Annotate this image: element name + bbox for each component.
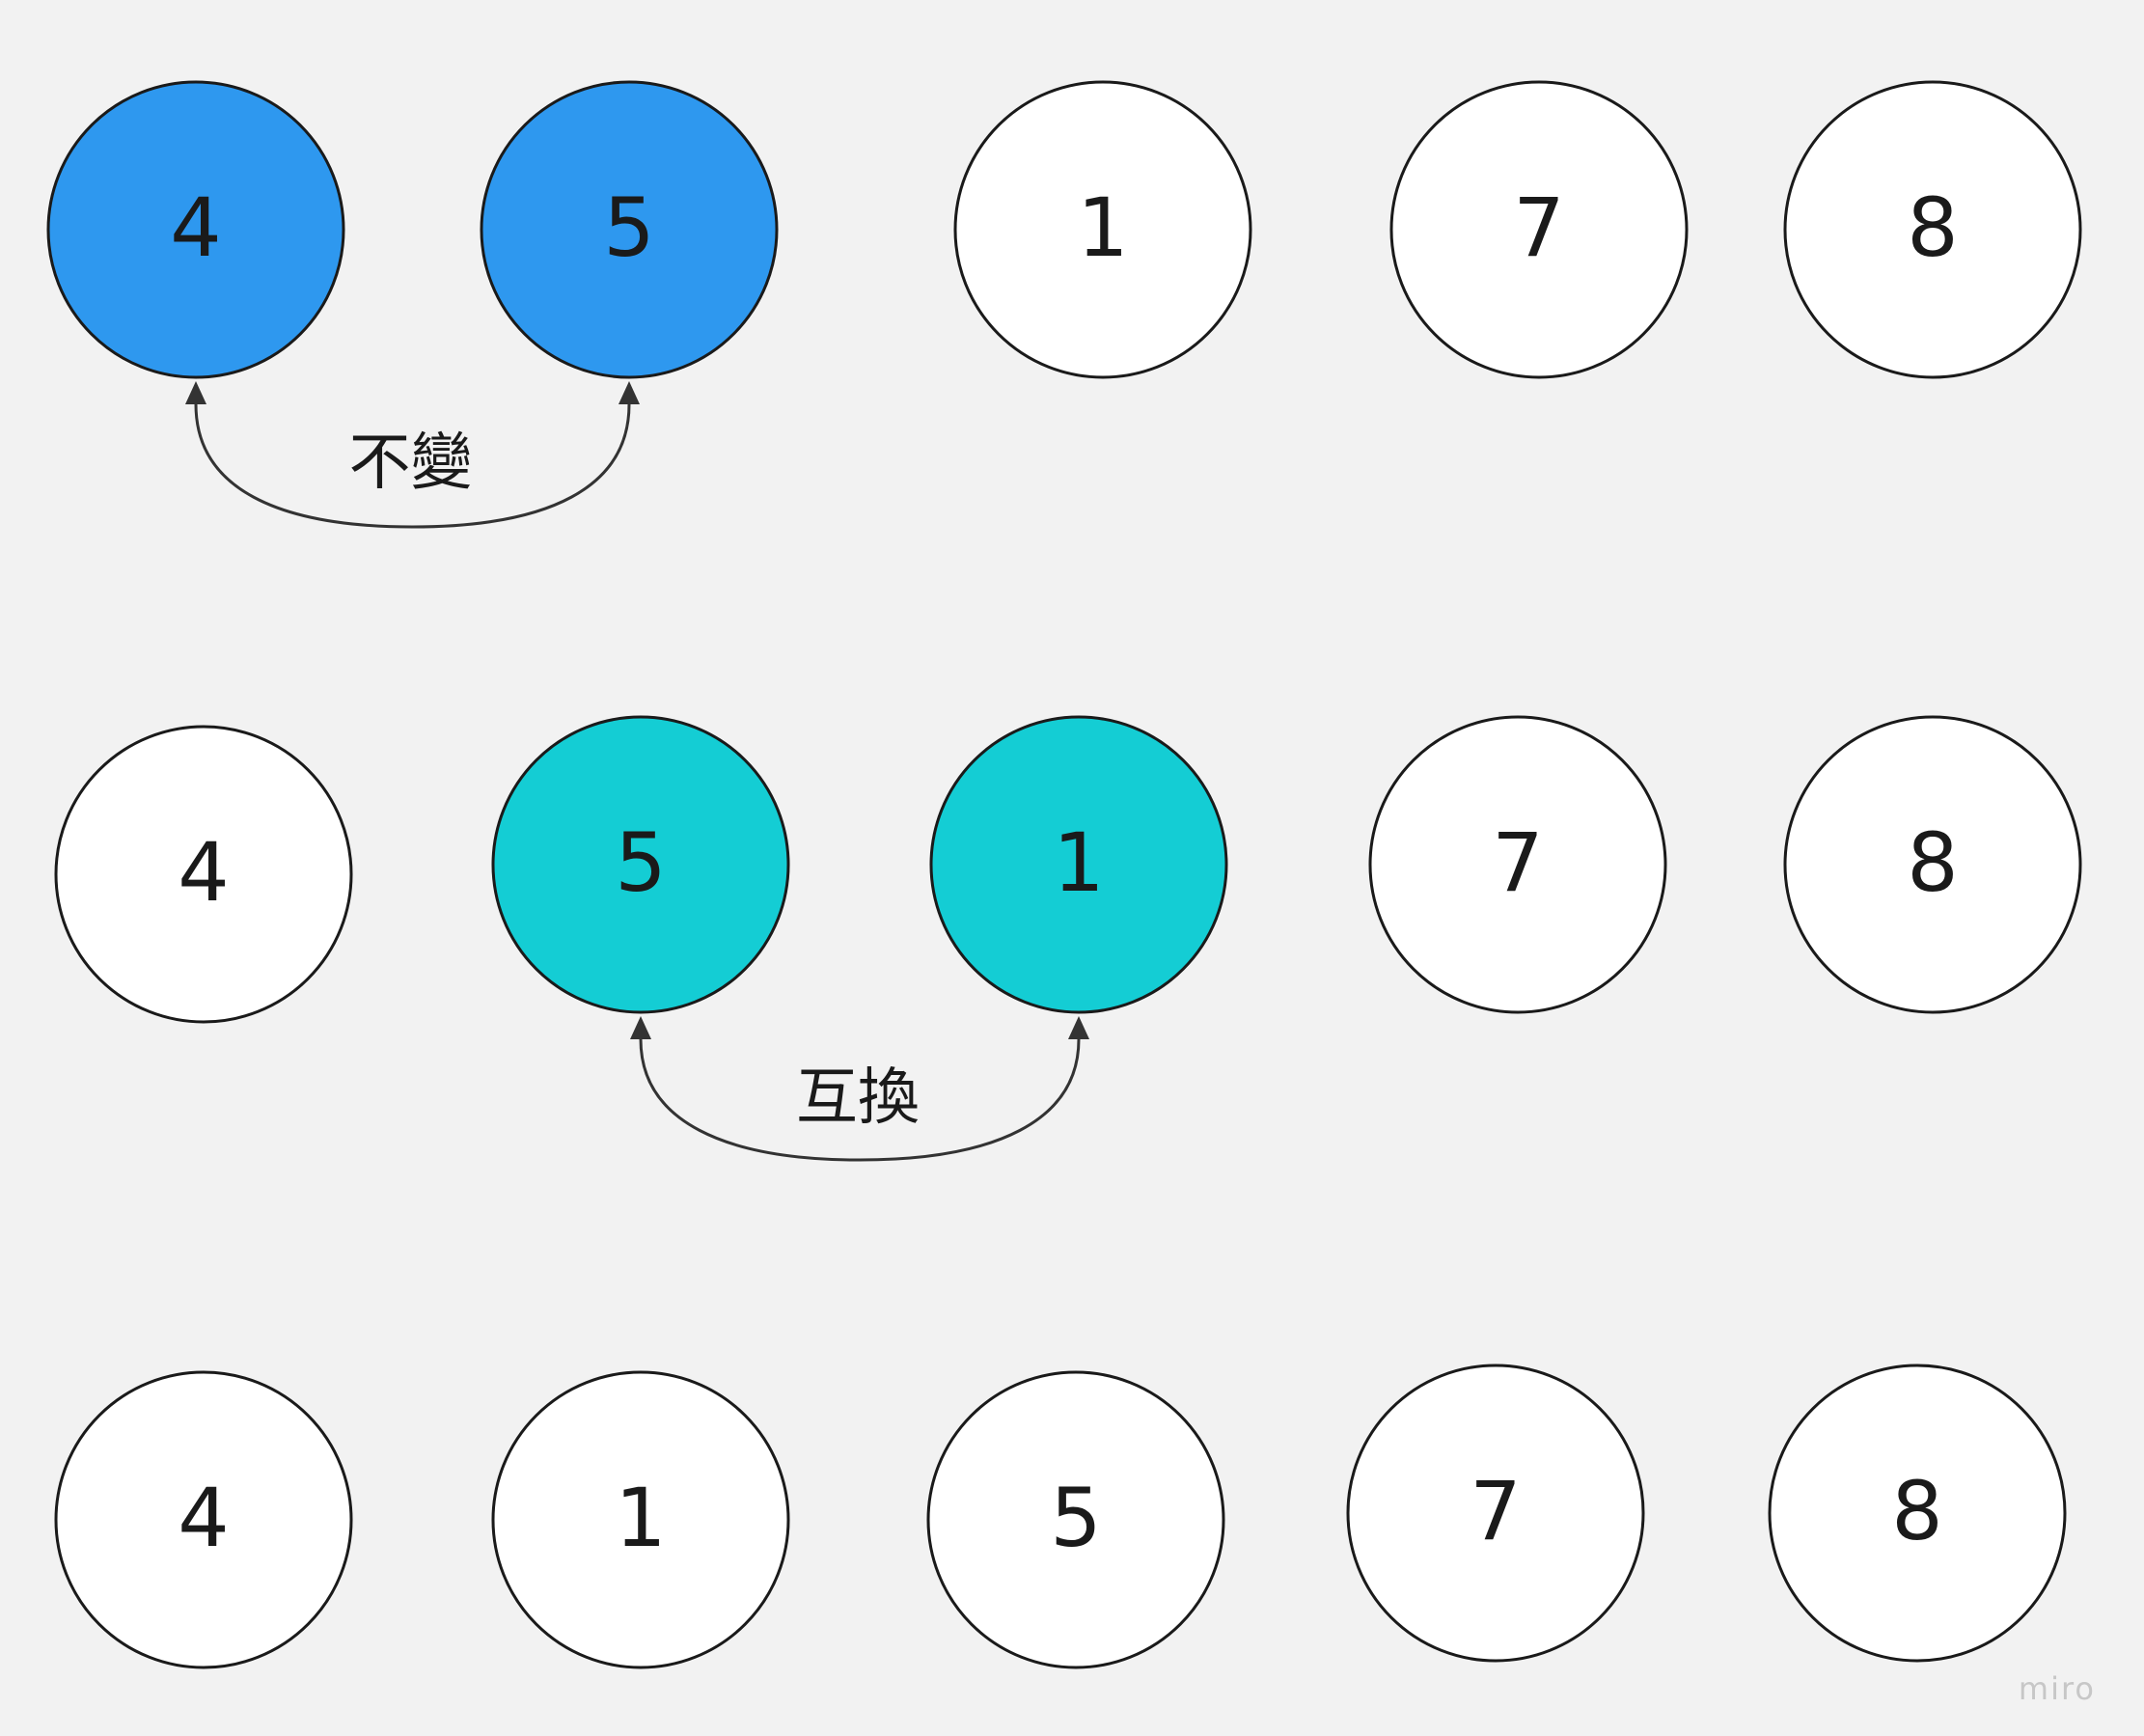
node-circle [1346,1364,1645,1663]
node-value: 5 [615,815,666,910]
node-circle [491,715,790,1014]
node-circle [480,80,779,379]
node-value: 5 [1050,1471,1101,1565]
node-circle [1368,715,1667,1014]
node-row2-5[interactable]: 8 [1783,715,2082,1014]
node-circle [929,715,1228,1014]
node-row3-1[interactable]: 4 [54,1370,353,1669]
node-circle [54,1370,353,1669]
arrowhead-left-icon [185,381,206,404]
connector-label-row2: 互換 [796,1062,920,1134]
node-row3-4[interactable]: 7 [1346,1364,1645,1663]
node-row1-5[interactable]: 8 [1783,80,2082,379]
node-row1-1[interactable]: 4 [46,80,345,379]
connector-row2[interactable] [639,1038,1081,1162]
node-circle [953,80,1252,379]
node-row1-3[interactable]: 1 [953,80,1252,379]
node-row2-1[interactable]: 4 [54,725,353,1024]
arrowhead-left-icon [630,1016,651,1039]
node-value: 4 [178,1471,229,1565]
node-row1-4[interactable]: 7 [1389,80,1689,379]
node-value: 1 [1077,180,1128,275]
node-row3-2[interactable]: 1 [491,1370,790,1669]
node-row3-5[interactable]: 8 [1768,1364,2067,1663]
node-circle [46,80,345,379]
connector-row1[interactable] [194,403,631,529]
node-circle [491,1370,790,1669]
node-row3-3[interactable]: 5 [926,1370,1225,1669]
node-row1-2[interactable]: 5 [480,80,779,379]
node-value: 8 [1907,815,1958,910]
node-circle [1768,1364,2067,1663]
arrowhead-right-icon [618,381,640,404]
node-value: 7 [1513,180,1564,275]
node-value: 8 [1891,1464,1942,1558]
node-value: 4 [178,825,229,920]
node-value: 4 [170,180,221,275]
node-circle [54,725,353,1024]
arrowhead-right-icon [1068,1016,1089,1039]
node-row2-2[interactable]: 5 [491,715,790,1014]
node-circle [1389,80,1689,379]
node-value: 7 [1470,1464,1521,1558]
node-circle [1783,80,2082,379]
node-value: 1 [615,1471,666,1565]
node-value: 5 [603,180,654,275]
node-circle [926,1370,1225,1669]
node-layer: 4 5 1 7 8 4 5 1 7 8 4 1 5 7 8 [46,80,2082,1669]
miro-watermark: miro [2018,1670,2096,1707]
node-value: 7 [1492,815,1543,910]
connector-label-row1: 不變 [349,427,473,499]
node-circle [1783,715,2082,1014]
node-value: 1 [1053,815,1104,910]
node-value: 8 [1907,180,1958,275]
node-row2-3[interactable]: 1 [929,715,1228,1014]
node-row2-4[interactable]: 7 [1368,715,1667,1014]
